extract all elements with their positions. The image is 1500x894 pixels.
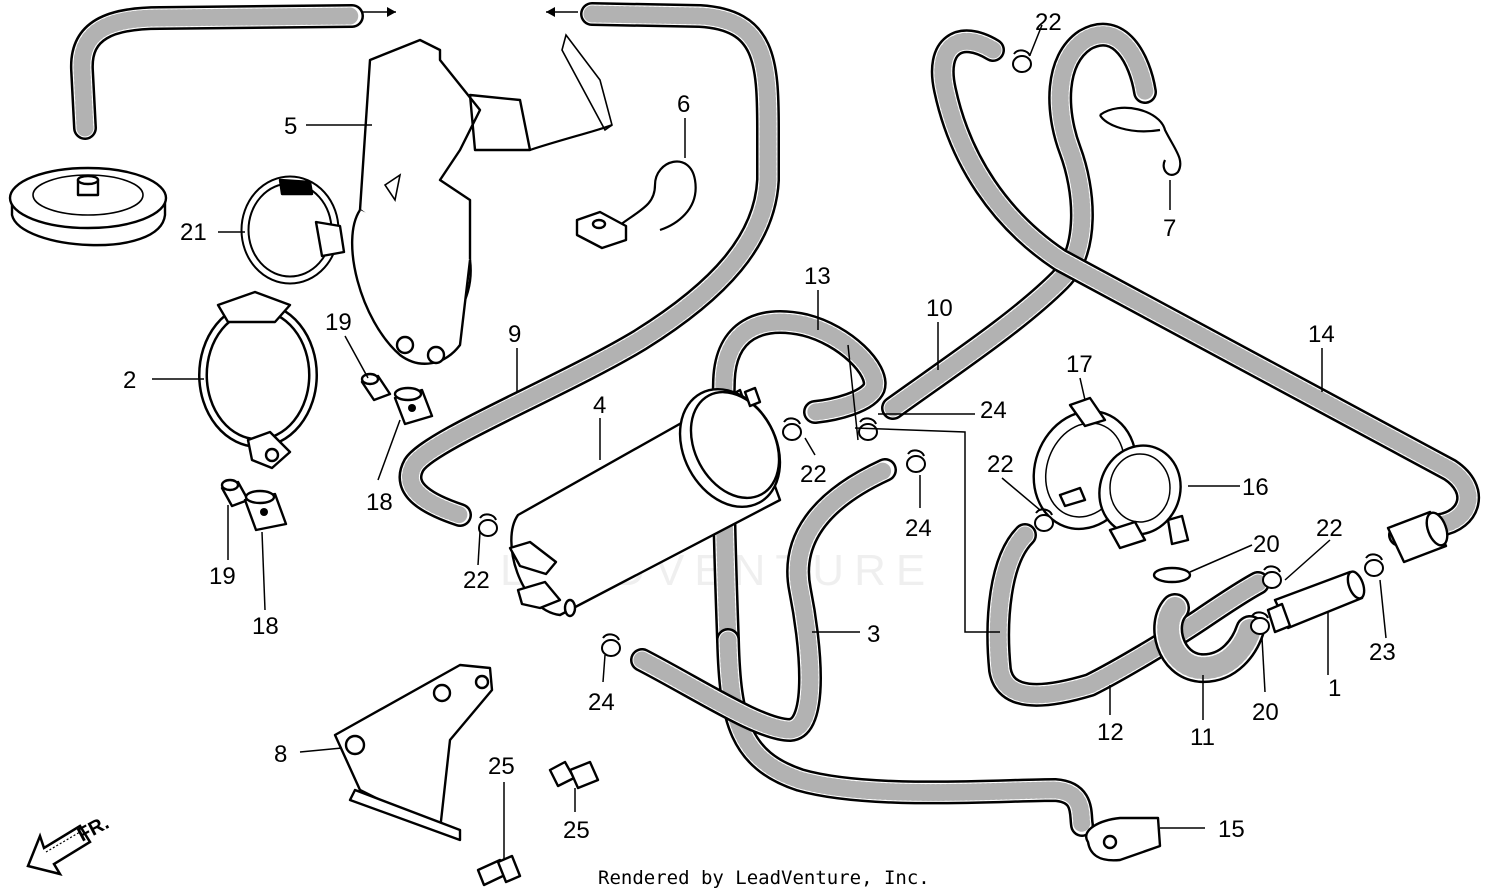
clip-7: [1099, 106, 1182, 176]
callout-11: 11: [1190, 724, 1215, 751]
band-clamp-24-right: [906, 449, 926, 473]
hose-3: [630, 458, 897, 742]
callout-5: 5: [284, 113, 297, 140]
collar-19-upper: [360, 372, 392, 402]
leader-lines: [152, 24, 1387, 860]
callout-19-lower: 19: [209, 563, 236, 590]
callout-1: 1: [1328, 675, 1341, 702]
callout-18-upper: 18: [366, 489, 393, 516]
valve-16: [1058, 444, 1190, 550]
callout-22-filter: 22: [1316, 515, 1343, 542]
grommet-18-upper: [393, 386, 434, 426]
band-clamp-22-mid: [782, 417, 802, 441]
callout-4: 4: [593, 392, 606, 419]
clip-20-upper: [1152, 566, 1192, 584]
callout-25-left: 25: [488, 753, 515, 780]
callout-17: 17: [1066, 351, 1093, 378]
canister-4: [508, 386, 782, 618]
hose-11: [1153, 593, 1265, 683]
band-clamp-22-left: [478, 513, 498, 537]
hose-9: [398, 2, 780, 527]
clip-15: [1085, 816, 1162, 862]
callout-7: 7: [1163, 215, 1176, 242]
fuel-tank-cap: [8, 166, 168, 247]
flow-arrow-right: [362, 7, 396, 17]
callout-22-valve: 22: [987, 451, 1014, 478]
front-direction-arrow: FR.: [26, 812, 113, 876]
callout-20-lower: 20: [1252, 699, 1279, 726]
hose-14: [930, 29, 1481, 547]
bracket-6: [575, 160, 697, 250]
callout-10: 10: [926, 295, 953, 322]
callout-22-left: 22: [463, 567, 490, 594]
callout-20-upper: 20: [1253, 531, 1280, 558]
callout-19-upper: 19: [325, 309, 352, 336]
callout-24-lower: 24: [588, 689, 615, 716]
callout-8: 8: [274, 741, 287, 768]
band-clamp-22-top: [1012, 49, 1032, 73]
callout-6: 6: [677, 91, 690, 118]
hose-12: [986, 523, 1270, 707]
callout-25-right: 25: [563, 817, 590, 844]
callout-14: 14: [1308, 321, 1335, 348]
callout-24-mid: 24: [980, 397, 1007, 424]
callout-22-mid: 22: [800, 461, 827, 488]
grommet-18-lower: [243, 489, 288, 532]
callout-15: 15: [1218, 816, 1245, 843]
hose-14-end-fitting: [1386, 510, 1449, 564]
top-left-hose: [69, 4, 364, 140]
callout-21: 21: [180, 219, 207, 246]
callout-24-right: 24: [905, 515, 932, 542]
band-clamp-22-filter: [1262, 565, 1282, 589]
band-clamp-23: [1364, 553, 1384, 577]
bolt-25-right: [548, 760, 600, 790]
callout-12: 12: [1097, 719, 1124, 746]
fuel-filter-1: [1266, 570, 1366, 634]
band-21: [240, 175, 346, 285]
callout-3: 3: [867, 621, 880, 648]
callout-9: 9: [508, 321, 521, 348]
canister-stay-5: [350, 33, 613, 365]
hose-10: [881, 22, 1157, 420]
callout-22-top: 22: [1035, 9, 1062, 36]
callout-2: 2: [123, 367, 136, 394]
callout-numbers: 1 2 3 4 5 6 7 8 9 10 11 12 13 14 15 16 1…: [123, 9, 1396, 844]
footer-credit: Rendered by LeadVenture, Inc.: [598, 867, 930, 889]
lower-long-hose: [716, 628, 1094, 837]
band-clamp-24-lower: [601, 633, 621, 657]
callout-23: 23: [1369, 639, 1396, 666]
flow-arrow-left: [546, 7, 578, 17]
callout-18-lower: 18: [252, 613, 279, 640]
bolt-25-left: [476, 854, 522, 887]
collar-19-lower: [220, 478, 250, 508]
bracket-8: [333, 663, 494, 842]
callout-13: 13: [804, 263, 831, 290]
callout-16: 16: [1242, 474, 1269, 501]
clamp-2: [198, 290, 318, 470]
